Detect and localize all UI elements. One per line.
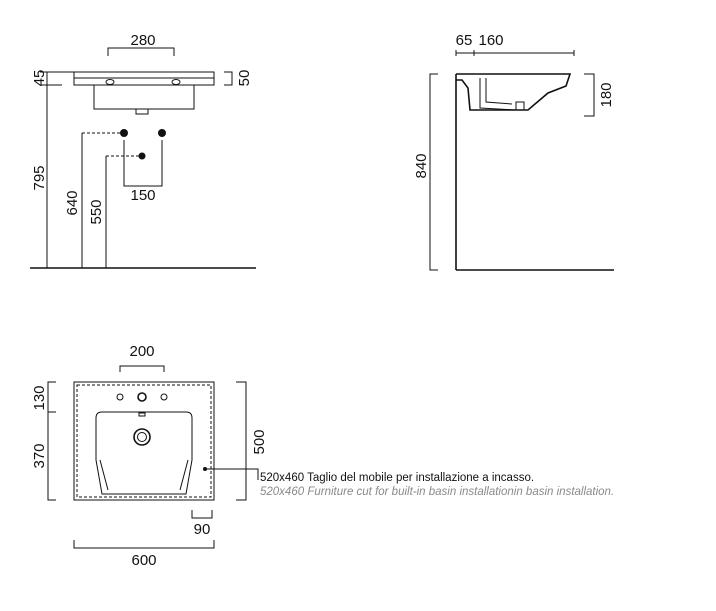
dim-left-line — [47, 381, 56, 501]
drain-outlet — [135, 108, 149, 115]
tap-hole-right — [171, 79, 181, 85]
supply-valve-right — [158, 129, 166, 137]
dim-150-label: 150 — [130, 187, 155, 204]
plan-tap-left — [116, 393, 124, 401]
dim-180-label: 180 — [598, 82, 615, 107]
plan-tap-center — [137, 392, 147, 402]
dim-640-label: 640 — [64, 190, 81, 215]
dim-180-line — [584, 73, 595, 117]
plan-bowl — [95, 411, 193, 495]
plan-drain-outer — [133, 428, 151, 446]
dim-200-line — [119, 365, 165, 372]
basin-profile — [456, 73, 572, 111]
siphon-pipe-outer — [479, 78, 517, 111]
plan-drain-inner — [137, 432, 147, 442]
furniture-cut-outline — [76, 384, 212, 498]
dim-50-line — [224, 71, 233, 86]
siphon-pipe — [485, 78, 513, 105]
basin-bowl — [93, 85, 195, 110]
note-english: 520x460 Furniture cut for built-in basin… — [260, 486, 614, 498]
note-italian: 520x460 Taglio del mobile per installazi… — [260, 472, 534, 484]
dim-500-line — [236, 381, 247, 501]
dim-550-label: 550 — [88, 199, 105, 224]
drain-point — [138, 152, 146, 160]
side-elevation: 65 160 180 840 — [413, 32, 615, 271]
dim-600-label: 600 — [131, 552, 156, 569]
dim-45-label: 45 — [31, 70, 48, 87]
dim-500-label: 500 — [251, 429, 268, 454]
dim-840-line — [429, 73, 438, 271]
dim-65-label: 65 — [456, 32, 473, 49]
dim-795-label: 795 — [31, 165, 48, 190]
plan-tap-right — [160, 393, 168, 401]
dim-90-label: 90 — [194, 521, 211, 538]
dim-280-label: 280 — [130, 32, 155, 49]
dim-160-label: 160 — [478, 32, 503, 49]
basin-outline — [73, 381, 215, 501]
siphon-joint — [515, 101, 525, 111]
front-elevation: 280 45 795 50 640 550 150 — [30, 32, 256, 269]
tap-hole-left — [105, 79, 115, 85]
dim-130-label: 130 — [31, 385, 48, 410]
dim-65-160-line — [455, 50, 575, 56]
dim-370-label: 370 — [31, 443, 48, 468]
bowl-inner-lines — [99, 459, 189, 491]
dim-200-label: 200 — [129, 343, 154, 360]
note-leader-line — [205, 468, 259, 480]
overflow-slot — [138, 412, 146, 417]
dim-90-line — [191, 510, 213, 519]
dim-600-line — [73, 540, 215, 549]
dim-50-label: 50 — [236, 70, 253, 87]
dim-840-label: 840 — [413, 153, 430, 178]
supply-valve-left — [120, 129, 128, 137]
dim-280-line — [107, 47, 175, 56]
plan-view: 200 130 370 500 90 600 520x460 Taglio de… — [31, 343, 614, 569]
dim-150-line — [123, 140, 163, 187]
